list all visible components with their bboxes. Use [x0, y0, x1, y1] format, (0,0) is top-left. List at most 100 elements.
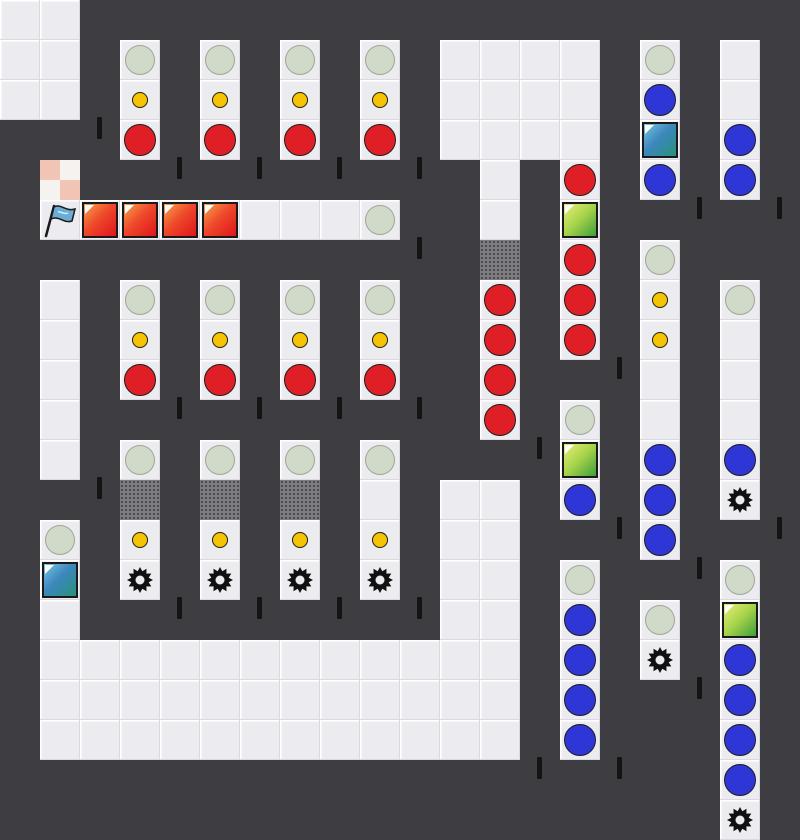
color-cube-red[interactable]: [162, 202, 198, 238]
floor-tile: [320, 200, 360, 240]
empty-slot[interactable]: [645, 45, 675, 75]
color-cube-red[interactable]: [202, 202, 238, 238]
red-ball[interactable]: [284, 364, 316, 396]
red-ball[interactable]: [484, 364, 516, 396]
empty-slot[interactable]: [125, 285, 155, 315]
flag-icon[interactable]: [40, 200, 80, 240]
yellow-dot[interactable]: [652, 332, 668, 348]
gear-icon[interactable]: [360, 560, 400, 600]
empty-slot[interactable]: [205, 285, 235, 315]
red-ball[interactable]: [484, 284, 516, 316]
wall-pin: [617, 757, 622, 779]
blue-ball[interactable]: [724, 124, 756, 156]
blue-ball[interactable]: [644, 444, 676, 476]
yellow-dot[interactable]: [372, 92, 388, 108]
empty-slot[interactable]: [365, 285, 395, 315]
floor-tile: [440, 520, 480, 560]
empty-slot[interactable]: [645, 605, 675, 635]
color-cube-teal[interactable]: [642, 122, 678, 158]
red-ball[interactable]: [364, 124, 396, 156]
blue-ball[interactable]: [724, 164, 756, 196]
wall-pin: [257, 157, 262, 179]
empty-slot[interactable]: [725, 565, 755, 595]
gear-icon[interactable]: [120, 560, 160, 600]
color-cube-green[interactable]: [722, 602, 758, 638]
yellow-dot[interactable]: [652, 292, 668, 308]
color-cube-red[interactable]: [122, 202, 158, 238]
blue-ball[interactable]: [564, 724, 596, 756]
wall-pin: [617, 357, 622, 379]
blue-ball[interactable]: [564, 484, 596, 516]
floor-tile: [240, 720, 280, 760]
yellow-dot[interactable]: [132, 332, 148, 348]
red-ball[interactable]: [484, 324, 516, 356]
color-cube-teal[interactable]: [42, 562, 78, 598]
blue-ball[interactable]: [724, 684, 756, 716]
gear-icon[interactable]: [720, 800, 760, 840]
wall-pin: [697, 557, 702, 579]
yellow-dot[interactable]: [212, 532, 228, 548]
blue-ball[interactable]: [724, 724, 756, 756]
floor-tile: [480, 480, 520, 520]
yellow-dot[interactable]: [292, 92, 308, 108]
yellow-dot[interactable]: [212, 92, 228, 108]
blue-ball[interactable]: [644, 524, 676, 556]
color-cube-green[interactable]: [562, 442, 598, 478]
gear-icon[interactable]: [200, 560, 240, 600]
red-ball[interactable]: [204, 124, 236, 156]
red-ball[interactable]: [564, 284, 596, 316]
floor-tile: [320, 720, 360, 760]
red-ball[interactable]: [564, 324, 596, 356]
yellow-dot[interactable]: [372, 332, 388, 348]
blue-ball[interactable]: [724, 764, 756, 796]
empty-slot[interactable]: [45, 525, 75, 555]
empty-slot[interactable]: [565, 405, 595, 435]
empty-slot[interactable]: [285, 45, 315, 75]
yellow-dot[interactable]: [132, 532, 148, 548]
empty-slot[interactable]: [285, 285, 315, 315]
blue-ball[interactable]: [644, 84, 676, 116]
red-ball[interactable]: [364, 364, 396, 396]
floor-tile: [400, 720, 440, 760]
color-cube-red[interactable]: [82, 202, 118, 238]
empty-slot[interactable]: [365, 205, 395, 235]
yellow-dot[interactable]: [212, 332, 228, 348]
red-ball[interactable]: [564, 244, 596, 276]
empty-slot[interactable]: [645, 245, 675, 275]
red-ball[interactable]: [124, 124, 156, 156]
gear-icon[interactable]: [640, 640, 680, 680]
blue-ball[interactable]: [724, 444, 756, 476]
blue-ball[interactable]: [564, 644, 596, 676]
blue-ball[interactable]: [564, 604, 596, 636]
red-ball[interactable]: [284, 124, 316, 156]
yellow-dot[interactable]: [132, 92, 148, 108]
floor-tile: [120, 680, 160, 720]
gear-icon[interactable]: [280, 560, 320, 600]
blue-ball[interactable]: [564, 684, 596, 716]
empty-slot[interactable]: [725, 285, 755, 315]
empty-slot[interactable]: [365, 445, 395, 475]
empty-slot[interactable]: [125, 45, 155, 75]
blue-ball[interactable]: [644, 484, 676, 516]
checker-tile: [40, 160, 80, 200]
empty-slot[interactable]: [205, 45, 235, 75]
red-ball[interactable]: [484, 404, 516, 436]
yellow-dot[interactable]: [292, 332, 308, 348]
blue-ball[interactable]: [724, 644, 756, 676]
wall-pin: [697, 677, 702, 699]
empty-slot[interactable]: [125, 445, 155, 475]
blue-ball[interactable]: [644, 164, 676, 196]
red-ball[interactable]: [124, 364, 156, 396]
red-ball[interactable]: [564, 164, 596, 196]
yellow-dot[interactable]: [292, 532, 308, 548]
empty-slot[interactable]: [285, 445, 315, 475]
floor-tile: [80, 640, 120, 680]
color-cube-green[interactable]: [562, 202, 598, 238]
empty-slot[interactable]: [205, 445, 235, 475]
yellow-dot[interactable]: [372, 532, 388, 548]
empty-slot[interactable]: [365, 45, 395, 75]
red-ball[interactable]: [204, 364, 236, 396]
gear-icon[interactable]: [720, 480, 760, 520]
empty-slot[interactable]: [565, 565, 595, 595]
